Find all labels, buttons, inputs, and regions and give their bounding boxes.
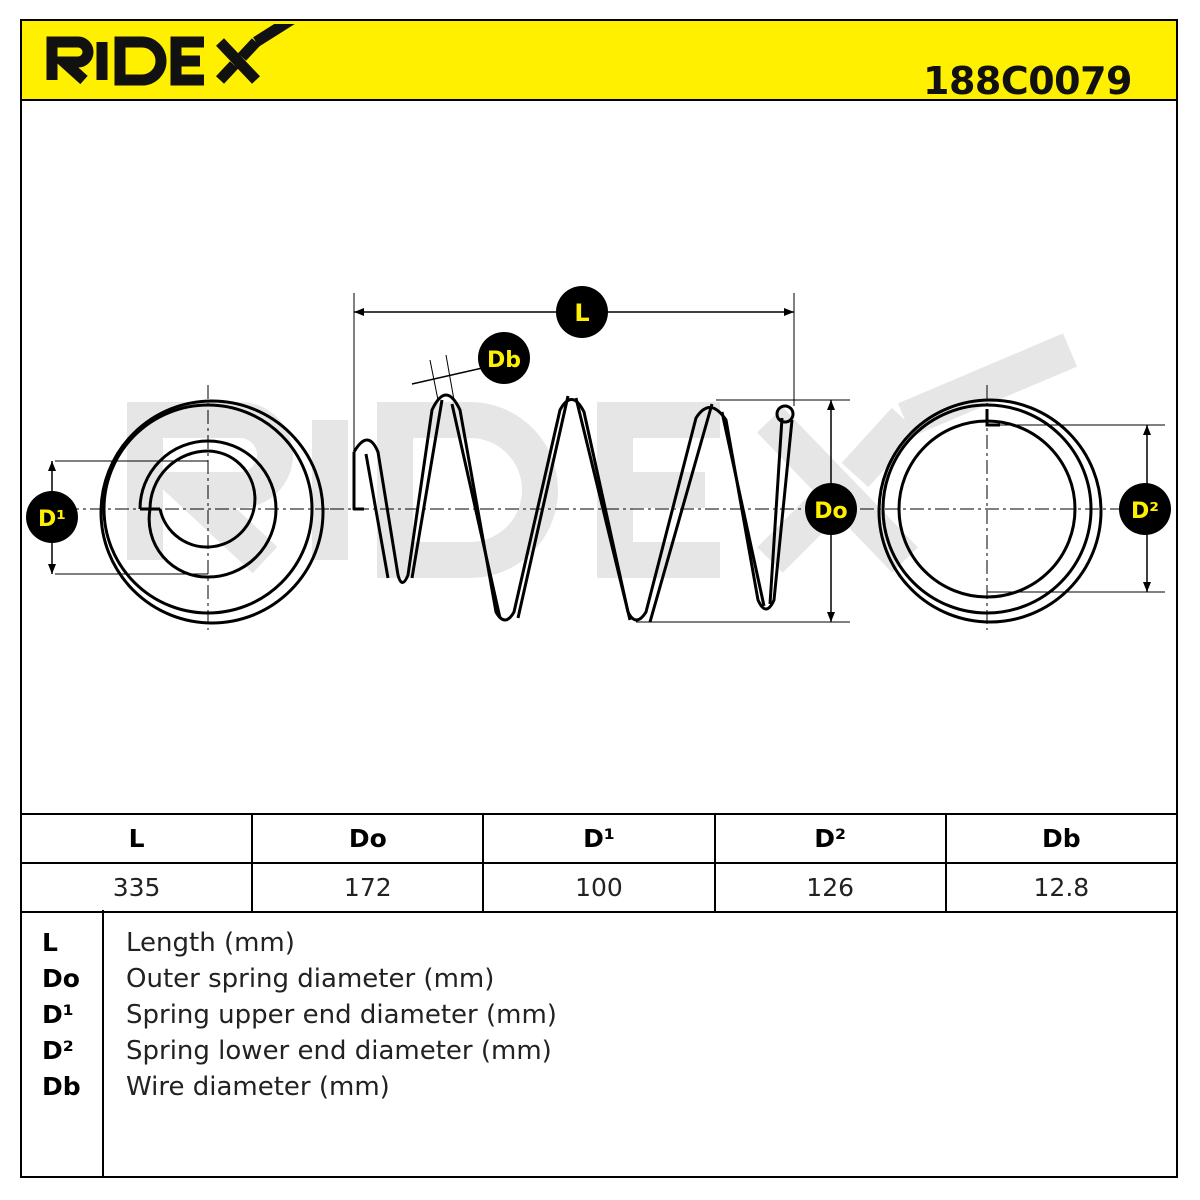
specs-header-row: L Do D¹ D² Db xyxy=(19,813,1179,864)
specs-header-cell: Do xyxy=(251,813,485,864)
legend-key: D² xyxy=(42,1036,74,1065)
legend-key: L xyxy=(42,928,58,957)
legend-box: L Length (mm) Do Outer spring diameter (… xyxy=(20,910,1178,1178)
legend-row: L Length (mm) xyxy=(22,928,1176,964)
specs-header-cell: L xyxy=(19,813,254,864)
legend-key: Do xyxy=(42,964,80,993)
legend-row: Do Outer spring diameter (mm) xyxy=(22,964,1176,1000)
spring-side-view xyxy=(330,293,850,623)
specs-value-cell: 100 xyxy=(482,862,716,913)
legend-label: Spring upper end diameter (mm) xyxy=(126,1000,557,1030)
legend-row: D² Spring lower end diameter (mm) xyxy=(22,1036,1176,1072)
specs-value-row: 335 172 100 126 12.8 xyxy=(19,862,1179,913)
badge-d2: D² xyxy=(1119,483,1171,535)
specs-value-cell: 335 xyxy=(19,862,254,913)
legend-key: D¹ xyxy=(42,1000,74,1029)
legend-row: D¹ Spring upper end diameter (mm) xyxy=(22,1000,1176,1036)
legend-label: Spring lower end diameter (mm) xyxy=(126,1036,552,1066)
badge-l-label: L xyxy=(574,299,589,327)
badge-d1: D¹ xyxy=(26,491,78,543)
lower-end-view xyxy=(860,385,1165,630)
legend-key: Db xyxy=(42,1072,81,1101)
badge-d2-label: D² xyxy=(1131,499,1159,524)
specs-value-cell: 126 xyxy=(713,862,947,913)
part-number: 188C0079 xyxy=(923,59,1132,103)
specs-header-cell: D² xyxy=(713,813,947,864)
badge-db: Db xyxy=(478,332,530,384)
ridex-logo xyxy=(46,24,295,86)
upper-end-view xyxy=(40,385,330,630)
spring-diagram: L Db Do D¹ D² xyxy=(26,286,1171,630)
badge-d1-label: D¹ xyxy=(38,507,66,532)
specs-table: L Do D¹ D² Db 335 172 100 126 12.8 xyxy=(19,813,1179,913)
legend-row: Db Wire diameter (mm) xyxy=(22,1072,1176,1108)
specs-header-cell: D¹ xyxy=(482,813,716,864)
legend-label: Length (mm) xyxy=(126,928,295,958)
specs-header-cell: Db xyxy=(944,813,1179,864)
specs-value-cell: 12.8 xyxy=(944,862,1179,913)
badge-l: L xyxy=(556,286,608,338)
header-bar: 188C0079 xyxy=(20,19,1178,103)
legend-divider xyxy=(102,910,104,1176)
badge-do-label: Do xyxy=(814,499,847,524)
legend-label: Wire diameter (mm) xyxy=(126,1072,390,1102)
badge-do: Do xyxy=(805,483,857,535)
specs-value-cell: 172 xyxy=(251,862,485,913)
legend-label: Outer spring diameter (mm) xyxy=(126,964,495,994)
badge-db-label: Db xyxy=(487,348,521,373)
